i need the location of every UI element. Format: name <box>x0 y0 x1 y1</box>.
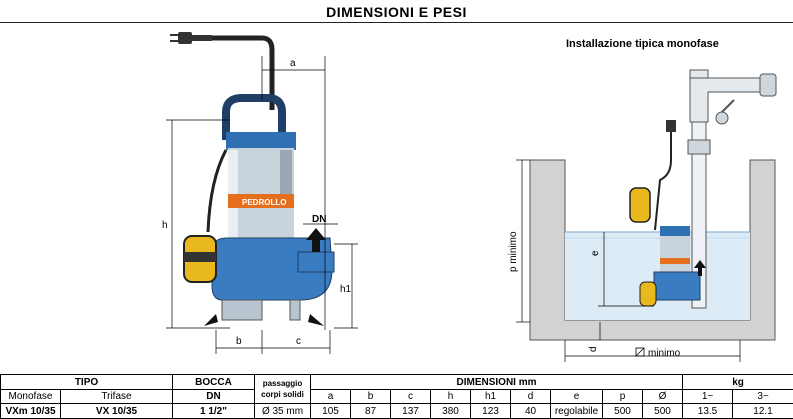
table-row: VXm 10/35 VX 10/35 1 1/2" Ø 35 mm 105 87… <box>1 404 793 419</box>
cell-h1: 123 <box>471 404 511 419</box>
th-diam: Ø <box>643 390 683 404</box>
dim-c: c <box>296 336 301 347</box>
th-a: a <box>311 390 351 404</box>
th-trifase: Trifase <box>61 390 173 404</box>
cell-diam: 500 <box>643 404 683 419</box>
cell-trifase: VX 10/35 <box>61 404 173 419</box>
cell-passaggio: Ø 35 mm <box>255 404 311 419</box>
dim-b: b <box>236 336 242 347</box>
cell-e: regolabile <box>551 404 603 419</box>
pump-motor-top <box>226 132 296 150</box>
th-p: p <box>603 390 643 404</box>
dim-minimo: minimo <box>648 348 681 359</box>
technical-drawing: PEDROLLO <box>0 0 793 372</box>
cell-b: 87 <box>351 404 391 419</box>
cell-kg3: 12.1 <box>733 404 793 419</box>
plug-icon <box>170 32 212 44</box>
th-dn: DN <box>173 390 255 404</box>
th-h: h <box>431 390 471 404</box>
th-dimensioni: DIMENSIONI mm <box>311 375 683 390</box>
dim-e: e <box>590 250 601 256</box>
th-1phase: 1~ <box>683 390 733 404</box>
dim-d: d <box>588 346 599 352</box>
inlet-arrow-right <box>308 314 324 326</box>
th-kg: kg <box>683 375 793 390</box>
cell-a: 105 <box>311 404 351 419</box>
dim-h: h <box>162 220 168 231</box>
inlet-arrow-left <box>204 314 218 326</box>
cell-c: 137 <box>391 404 431 419</box>
cell-d: 40 <box>511 404 551 419</box>
dim-dn: DN <box>312 214 326 225</box>
th-passaggio: passaggio corpi solidi <box>255 375 311 404</box>
th-c: c <box>391 390 431 404</box>
installation-drawing: p minimo e d minimo <box>508 70 776 362</box>
cell-bocca: 1 1/2" <box>173 404 255 419</box>
cell-monofase: VXm 10/35 <box>1 404 61 419</box>
th-e: e <box>551 390 603 404</box>
pump-brand: PEDROLLO <box>242 198 286 207</box>
th-h1: h1 <box>471 390 511 404</box>
cell-h: 380 <box>431 404 471 419</box>
th-3phase: 3~ <box>733 390 793 404</box>
th-b: b <box>351 390 391 404</box>
th-monofase: Monofase <box>1 390 61 404</box>
dim-a: a <box>290 58 296 69</box>
spec-table: TIPO BOCCA passaggio corpi solidi DIMENS… <box>0 374 793 419</box>
th-bocca: BOCCA <box>173 375 255 390</box>
dim-h1: h1 <box>340 284 352 295</box>
dim-p-minimo: p minimo <box>508 231 519 272</box>
pump-drawing: PEDROLLO <box>162 32 358 354</box>
install-float <box>630 188 650 222</box>
th-d: d <box>511 390 551 404</box>
cell-p: 500 <box>603 404 643 419</box>
th-tipo: TIPO <box>1 375 173 390</box>
cell-kg1: 13.5 <box>683 404 733 419</box>
